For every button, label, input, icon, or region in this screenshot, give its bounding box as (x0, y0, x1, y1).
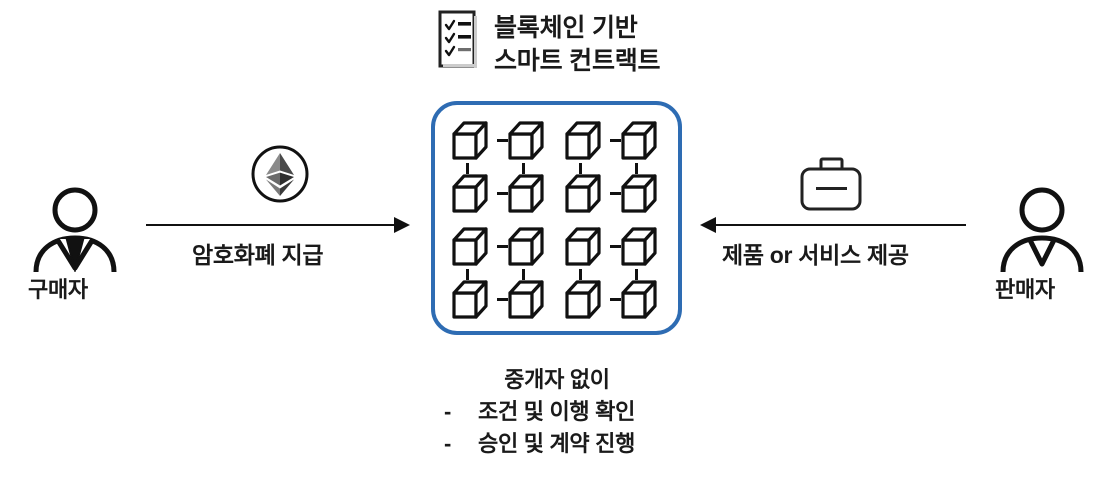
page-title: 블록체인 기반 스마트 컨트랙트 (494, 12, 661, 78)
cube-icon (445, 113, 509, 174)
bullet-marker: - (444, 399, 452, 424)
node-link-horizontal (497, 192, 509, 195)
footer-bullet-1: - 조건 및 이행 확인 (432, 396, 682, 428)
seller-label: 판매자 (995, 277, 1055, 302)
goods-arrow-line (712, 224, 966, 226)
node-link-horizontal (609, 245, 621, 248)
goods-flow-label: 제품 or 서비스 제공 (722, 242, 909, 268)
cube-icon (445, 272, 509, 325)
node-link-vertical (522, 269, 526, 280)
blockchain-node-grid (445, 113, 670, 325)
payment-arrow-head (394, 217, 410, 233)
cube-icon (558, 113, 621, 174)
node-link-horizontal (609, 192, 621, 195)
cube-icon (445, 166, 509, 219)
footer-caption: 중개자 없이 - 조건 및 이행 확인 - 승인 및 계약 진행 (432, 364, 682, 460)
node-link-vertical (522, 163, 526, 174)
bullet-text: 조건 및 이행 확인 (478, 399, 636, 424)
ethereum-coin-icon (249, 143, 311, 210)
cube-icon (558, 219, 621, 280)
cube-icon (445, 219, 509, 280)
node-link-vertical (578, 269, 582, 280)
checklist-document-icon (437, 9, 481, 76)
title-line-2: 스마트 컨트랙트 (494, 47, 661, 75)
footer-heading: 중개자 없이 (504, 367, 610, 392)
node-link-vertical (466, 163, 470, 174)
node-link-vertical (466, 269, 470, 280)
bullet-text: 승인 및 계약 진행 (478, 431, 636, 456)
cube-icon (501, 219, 557, 280)
node-link-horizontal (497, 245, 509, 248)
cube-icon (614, 166, 670, 219)
node-link-horizontal (609, 298, 621, 301)
node-link-vertical (578, 163, 582, 174)
goods-arrow-head (700, 217, 716, 233)
node-link-vertical (634, 163, 638, 174)
cube-icon (558, 272, 621, 325)
footer-bullet-2: - 승인 및 계약 진행 (432, 428, 682, 460)
title-line-1: 블록체인 기반 (494, 14, 638, 42)
person-icon (1000, 186, 1084, 277)
node-link-horizontal (497, 139, 509, 142)
buyer-label: 구매자 (28, 277, 88, 302)
cube-icon (501, 272, 557, 325)
node-link-horizontal (497, 298, 509, 301)
cube-icon (501, 113, 557, 174)
payment-flow-label: 암호화폐 지급 (192, 242, 324, 268)
briefcase-icon (798, 157, 864, 216)
cube-icon (558, 166, 621, 219)
cube-icon (614, 219, 670, 280)
payment-arrow-line (146, 224, 396, 226)
cube-icon (614, 113, 670, 174)
node-link-vertical (634, 269, 638, 280)
cube-icon (614, 272, 670, 325)
node-link-horizontal (609, 139, 621, 142)
cube-icon (501, 166, 557, 219)
person-with-tie-icon (33, 186, 117, 277)
bullet-marker: - (444, 431, 452, 456)
